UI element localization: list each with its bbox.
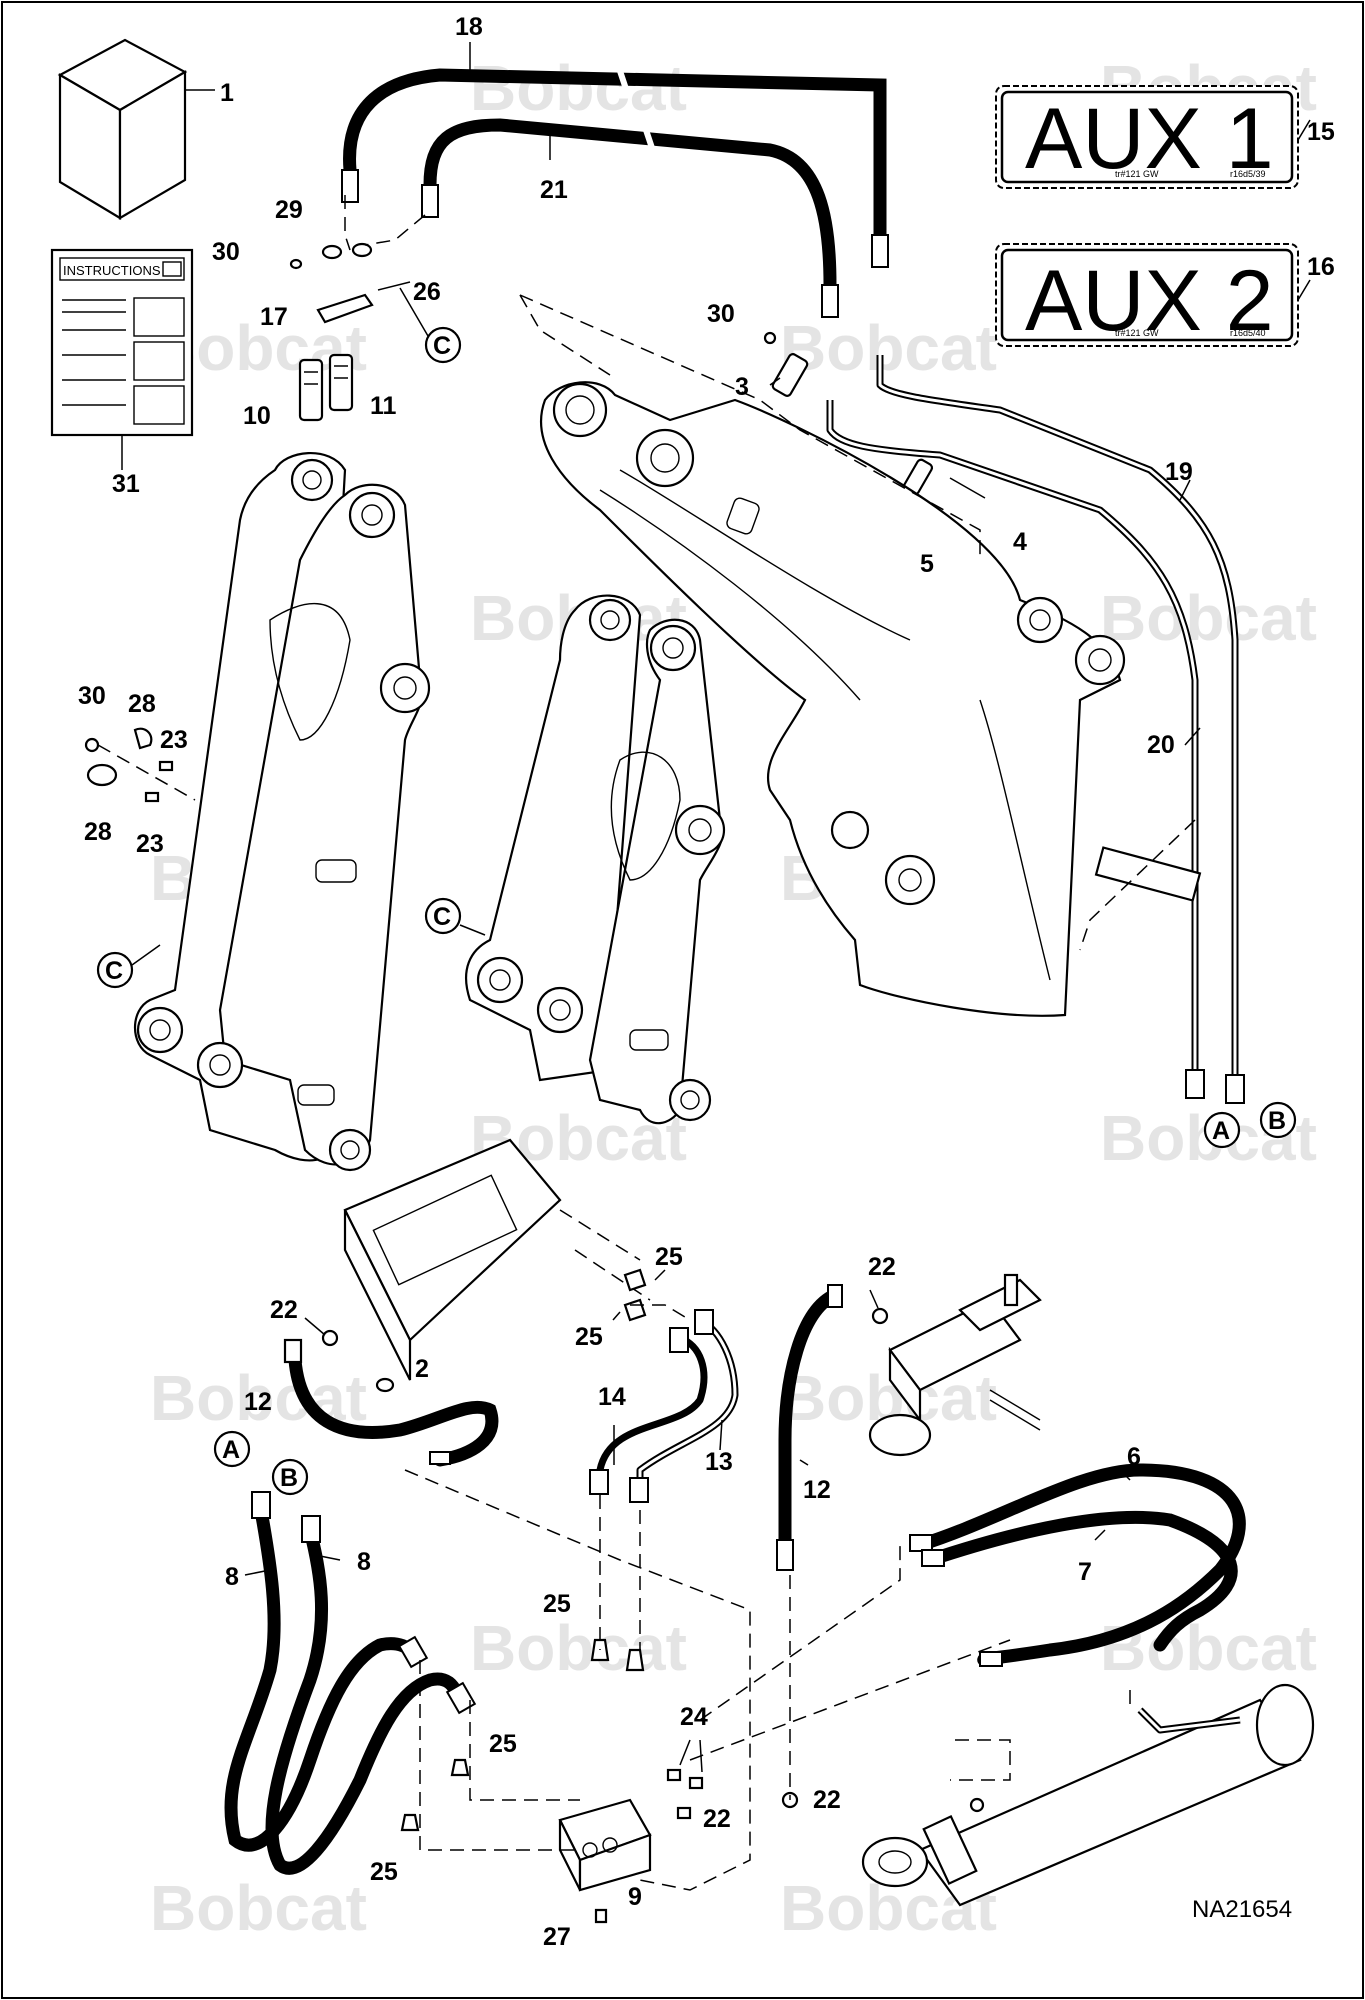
callout-2: 2	[415, 1355, 429, 1383]
lift-arm-left: C	[96, 452, 431, 1172]
callout-25: 25	[370, 1858, 398, 1886]
callout-24: 24	[680, 1703, 708, 1731]
callout-labels: 1 31 18 21 15 16 29 30 17 26 10 11 30 3 …	[78, 13, 1335, 1951]
callout-28: 28	[128, 690, 156, 718]
hydraulic-cylinder	[861, 1683, 1315, 1907]
callout-11: 11	[370, 392, 397, 420]
callout-25: 25	[543, 1590, 571, 1618]
callout-30: 30	[78, 682, 106, 710]
callout-23: 23	[160, 726, 188, 754]
instructions-sheet: INSTRUCTIONS	[50, 248, 194, 470]
connector-a-label: A	[222, 1436, 240, 1464]
callout-5: 5	[920, 550, 934, 578]
decal-aux2-code: tr#121 GW	[1115, 328, 1159, 338]
tubes-19-20	[826, 355, 1245, 1104]
lift-arm-main	[539, 381, 1126, 1017]
fittings-valve	[304, 1268, 666, 1347]
assembly-guide-lines	[404, 294, 1196, 1891]
callout-4: 4	[1013, 528, 1027, 556]
callout-18: 18	[455, 13, 483, 41]
connector-c-label: C	[433, 332, 451, 360]
watermark-text: Bobcat	[470, 1612, 687, 1684]
watermark-text: Bobcat	[150, 1872, 367, 1944]
callout-22: 22	[813, 1786, 841, 1814]
callout-3: 3	[735, 373, 749, 401]
callout-21: 21	[540, 176, 568, 204]
callout-23: 23	[136, 830, 164, 858]
callout-29: 29	[275, 196, 303, 224]
callout-13: 13	[705, 1448, 733, 1476]
hoses-8: A B	[213, 1430, 477, 1875]
callout-20: 20	[1147, 731, 1175, 759]
diverter-valve	[868, 1273, 1042, 1457]
callout-9: 9	[628, 1883, 642, 1911]
decal-aux2-part: r16d5/40	[1230, 328, 1266, 338]
connector-b-label: B	[1268, 1107, 1286, 1135]
callout-22: 22	[703, 1805, 731, 1833]
callout-19: 19	[1165, 458, 1193, 486]
callout-25: 25	[655, 1243, 683, 1271]
top-hoses	[341, 42, 889, 318]
callout-7: 7	[1078, 1558, 1092, 1586]
callout-1: 1	[220, 79, 234, 107]
watermark-text: Bobcat	[780, 312, 997, 384]
decal-aux1: AUX 1 tr#121 GW r16d5/39	[995, 85, 1311, 189]
callout-16: 16	[1307, 253, 1335, 281]
kit-box	[57, 38, 215, 220]
hose-12-right	[776, 1284, 843, 1571]
callout-22: 22	[868, 1253, 896, 1281]
callout-8: 8	[225, 1563, 239, 1591]
instructions-title: INSTRUCTIONS	[63, 263, 161, 278]
callout-15: 15	[1307, 118, 1335, 146]
connectors-ab-top: A B	[1203, 1101, 1297, 1149]
callout-30: 30	[707, 300, 735, 328]
callout-27: 27	[543, 1923, 571, 1951]
callout-26: 26	[413, 278, 441, 306]
callout-22: 22	[270, 1296, 298, 1324]
callout-12: 12	[244, 1388, 272, 1416]
callout-31: 31	[112, 470, 140, 498]
connector-c-label: C	[105, 957, 123, 985]
callout-17: 17	[260, 303, 288, 331]
hoses-6-7	[909, 1463, 1246, 1667]
quick-coupler-assembly: C	[289, 195, 462, 422]
decal-aux2: AUX 2 tr#121 GW r16d5/40	[995, 243, 1311, 349]
watermark-text: Bobcat	[470, 52, 687, 124]
control-valve	[343, 1138, 651, 1381]
clamp-parts-left	[84, 727, 196, 803]
callout-25: 25	[575, 1323, 603, 1351]
callout-6: 6	[1127, 1443, 1141, 1471]
callout-28: 28	[84, 818, 112, 846]
callout-10: 10	[243, 402, 271, 430]
decal-aux1-code: tr#121 GW	[1115, 169, 1159, 179]
drawing-number: NA21654	[1192, 1896, 1292, 1923]
callout-30: 30	[212, 238, 240, 266]
callout-14: 14	[598, 1383, 626, 1411]
hose-12-left	[283, 1338, 499, 1467]
manifold-block	[558, 1798, 652, 1924]
connector-b-label: B	[280, 1464, 298, 1492]
connector-c-label: C	[433, 903, 451, 931]
callout-12: 12	[803, 1476, 831, 1504]
decal-aux1-text: AUX 1	[1025, 91, 1274, 187]
watermark-text: Bobcat	[1100, 582, 1317, 654]
decal-aux2-text: AUX 2	[1025, 253, 1274, 349]
connector-a-label: A	[1212, 1117, 1230, 1145]
tubes-13-14	[589, 1309, 739, 1503]
callout-25: 25	[489, 1730, 517, 1758]
lift-arm-middle: C	[424, 594, 726, 1125]
callout-8: 8	[357, 1548, 371, 1576]
decal-aux1-part: r16d5/39	[1230, 169, 1266, 179]
